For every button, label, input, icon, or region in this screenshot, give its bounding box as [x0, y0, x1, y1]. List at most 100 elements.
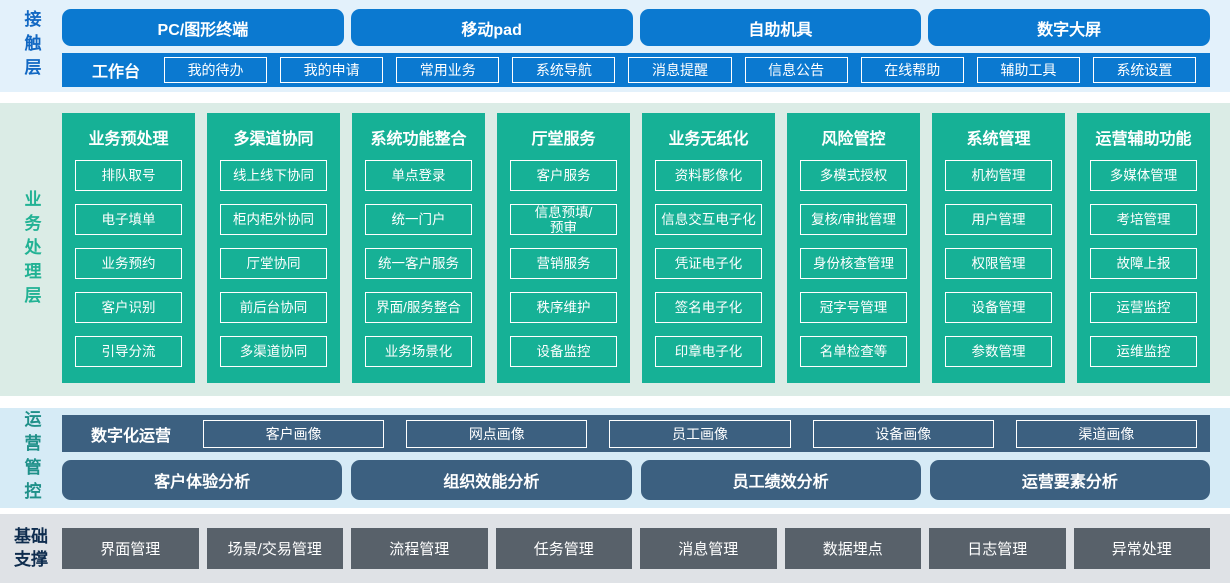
module-item[interactable]: 多媒体管理	[1090, 160, 1197, 191]
workbench-item[interactable]: 常用业务	[396, 57, 500, 83]
module-item-list: 多模式授权复核/审批管理身份核查管理冠字号管理名单检查等	[787, 160, 920, 367]
module-column-row: 业务预处理排队取号电子填单业务预约客户识别引导分流多渠道协同线上线下协同柜内柜外…	[62, 103, 1210, 396]
module-item[interactable]: 统一门户	[365, 204, 472, 235]
portrait-item[interactable]: 网点画像	[406, 419, 588, 448]
digital-ops-label: 数字化运营	[91, 427, 172, 445]
foundation-item-row: 界面管理场景/交易管理流程管理任务管理消息管理数据埋点日志管理异常处理	[62, 514, 1210, 583]
module-item[interactable]: 设备监控	[510, 336, 617, 367]
foundation-label: 基础支撑	[14, 526, 48, 569]
module-item[interactable]: 引导分流	[75, 336, 182, 367]
module-item[interactable]: 业务场景化	[365, 336, 472, 367]
module-item[interactable]: 多模式授权	[800, 160, 907, 191]
module-item[interactable]: 秩序维护	[510, 292, 617, 323]
module-item-list: 客户服务信息预填/ 预审营销服务秩序维护设备监控	[497, 160, 630, 367]
module-item[interactable]: 柜内柜外协同	[220, 204, 327, 235]
module-item[interactable]: 签名电子化	[655, 292, 762, 323]
workbench-item[interactable]: 辅助工具	[976, 57, 1080, 83]
channel-button[interactable]: 数字大屏	[928, 9, 1210, 46]
module-item[interactable]: 单点登录	[365, 160, 472, 191]
module-column: 风险管控多模式授权复核/审批管理身份核查管理冠字号管理名单检查等	[787, 113, 920, 383]
digital-ops-bar: 数字化运营 客户画像网点画像员工画像设备画像渠道画像	[62, 415, 1210, 452]
module-item[interactable]: 资料影像化	[655, 160, 762, 191]
portrait-item[interactable]: 客户画像	[203, 419, 385, 448]
module-item[interactable]: 身份核查管理	[800, 248, 907, 279]
module-item[interactable]: 冠字号管理	[800, 292, 907, 323]
workbench-item[interactable]: 系统设置	[1092, 57, 1196, 83]
module-item[interactable]: 用户管理	[945, 204, 1052, 235]
module-item[interactable]: 业务预约	[75, 248, 182, 279]
workbench-bar: 工作台 我的待办我的申请常用业务系统导航消息提醒信息公告在线帮助辅助工具系统设置	[62, 53, 1210, 87]
business-layer-band: 业务处理层 业务预处理排队取号电子填单业务预约客户识别引导分流多渠道协同线上线下…	[0, 103, 1230, 396]
module-item[interactable]: 排队取号	[75, 160, 182, 191]
foundation-item[interactable]: 消息管理	[640, 528, 777, 569]
workbench-item[interactable]: 消息提醒	[628, 57, 732, 83]
module-item[interactable]: 印章电子化	[655, 336, 762, 367]
operations-rail: 运营管控	[0, 408, 62, 508]
foundation-item[interactable]: 异常处理	[1073, 528, 1210, 569]
business-layer-label: 业务处理层	[21, 189, 41, 310]
portrait-item[interactable]: 渠道画像	[1015, 419, 1198, 448]
module-item[interactable]: 前后台协同	[220, 292, 327, 323]
module-item[interactable]: 厅堂协同	[220, 248, 327, 279]
analysis-bar[interactable]: 客户体验分析	[62, 460, 343, 500]
analysis-bar[interactable]: 员工绩效分析	[640, 460, 921, 500]
module-item[interactable]: 权限管理	[945, 248, 1052, 279]
module-item[interactable]: 信息交互电子化	[655, 204, 762, 235]
module-item-list: 单点登录统一门户统一客户服务界面/服务整合业务场景化	[352, 160, 485, 367]
module-item[interactable]: 运营监控	[1090, 292, 1197, 323]
contact-layer-rail: 接触层	[0, 0, 62, 92]
contact-layer-label: 接触层	[21, 10, 41, 82]
channel-button[interactable]: 移动pad	[350, 9, 633, 46]
module-item[interactable]: 参数管理	[945, 336, 1052, 367]
module-column-title: 系统管理	[966, 131, 1031, 148]
foundation-item[interactable]: 日志管理	[929, 528, 1066, 569]
foundation-item[interactable]: 场景/交易管理	[206, 528, 343, 569]
workbench-item[interactable]: 在线帮助	[860, 57, 964, 83]
module-column-title: 厅堂服务	[531, 131, 596, 148]
module-item-list: 排队取号电子填单业务预约客户识别引导分流	[62, 160, 195, 367]
portrait-item[interactable]: 设备画像	[812, 419, 994, 448]
analysis-bar[interactable]: 组织效能分析	[351, 460, 632, 500]
foundation-item[interactable]: 任务管理	[495, 528, 632, 569]
module-column-title: 业务预处理	[88, 131, 169, 148]
foundation-item[interactable]: 数据埋点	[784, 528, 921, 569]
workbench-item[interactable]: 我的待办	[164, 57, 268, 83]
module-item[interactable]: 机构管理	[945, 160, 1052, 191]
foundation-item[interactable]: 流程管理	[351, 528, 488, 569]
module-column: 多渠道协同线上线下协同柜内柜外协同厅堂协同前后台协同多渠道协同	[207, 113, 340, 383]
analysis-bar[interactable]: 运营要素分析	[929, 460, 1210, 500]
channel-button[interactable]: 自助机具	[639, 9, 922, 46]
module-item[interactable]: 客户识别	[75, 292, 182, 323]
module-column: 业务预处理排队取号电子填单业务预约客户识别引导分流	[62, 113, 195, 383]
workbench-label: 工作台	[92, 64, 141, 81]
module-item[interactable]: 凭证电子化	[655, 248, 762, 279]
module-item[interactable]: 营销服务	[510, 248, 617, 279]
module-item[interactable]: 运维监控	[1090, 336, 1197, 367]
module-column-title: 多渠道协同	[233, 131, 314, 148]
module-item[interactable]: 考培管理	[1090, 204, 1197, 235]
module-item[interactable]: 多渠道协同	[220, 336, 327, 367]
portrait-item[interactable]: 员工画像	[609, 419, 791, 448]
module-column: 系统功能整合单点登录统一门户统一客户服务界面/服务整合业务场景化	[352, 113, 485, 383]
foundation-item[interactable]: 界面管理	[62, 528, 199, 569]
module-item[interactable]: 设备管理	[945, 292, 1052, 323]
module-item[interactable]: 名单检查等	[800, 336, 907, 367]
module-item[interactable]: 电子填单	[75, 204, 182, 235]
workbench-item[interactable]: 我的申请	[280, 57, 384, 83]
module-item[interactable]: 复核/审批管理	[800, 204, 907, 235]
module-item[interactable]: 信息预填/ 预审	[510, 204, 617, 235]
portrait-item-list: 客户画像网点画像员工画像设备画像渠道画像	[203, 419, 1198, 448]
module-item[interactable]: 统一客户服务	[365, 248, 472, 279]
channel-button[interactable]: PC/图形终端	[62, 9, 344, 46]
module-item[interactable]: 客户服务	[510, 160, 617, 191]
workbench-item[interactable]: 信息公告	[744, 57, 848, 83]
module-item[interactable]: 界面/服务整合	[365, 292, 472, 323]
module-item[interactable]: 线上线下协同	[220, 160, 327, 191]
workbench-item[interactable]: 系统导航	[512, 57, 616, 83]
module-column-title: 运营辅助功能	[1095, 131, 1192, 148]
module-item-list: 资料影像化信息交互电子化凭证电子化签名电子化印章电子化	[642, 160, 775, 367]
module-item[interactable]: 故障上报	[1090, 248, 1197, 279]
module-column-title: 系统功能整合	[370, 131, 467, 148]
